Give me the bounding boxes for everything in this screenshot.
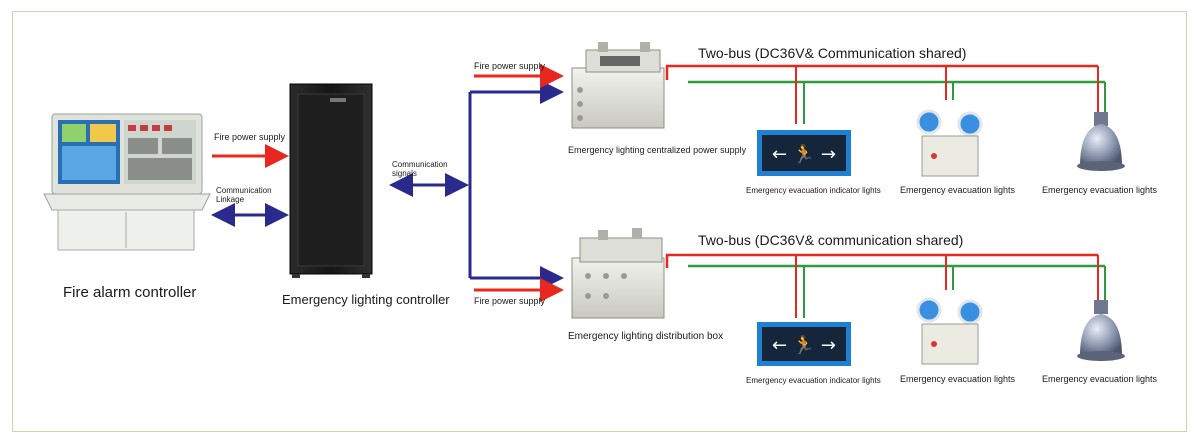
- svg-text:← 🏃 →: ← 🏃 →: [772, 143, 836, 165]
- bus-bottom-lines: [665, 253, 1106, 318]
- distribution-box-icon: [571, 228, 665, 319]
- communication-signals-line2: signals: [392, 169, 417, 178]
- communication-linkage-label: Communication Linkage: [216, 186, 272, 204]
- centralized-power-supply-icon: [571, 42, 665, 129]
- indicator-bottom-label: Emergency evacuation indicator lights: [746, 376, 881, 385]
- dome-lamp-top-icon: [1077, 112, 1125, 171]
- evac-bottom-1-label: Emergency evacuation lights: [900, 374, 1016, 384]
- dome-lamp-bottom-icon: [1077, 300, 1125, 361]
- twin-lamp-top-icon: [916, 109, 983, 177]
- exit-sign-bottom-icon: ← 🏃 →: [757, 322, 851, 366]
- evac-top-1-label: Emergency evacuation lights: [900, 185, 1016, 195]
- indicator-top-label: Emergency evacuation indicator lights: [746, 186, 881, 195]
- emergency-lighting-controller-label: Emergency lighting controller: [282, 292, 450, 307]
- fire-alarm-controller-label: Fire alarm controller: [63, 284, 197, 301]
- svg-text:← 🏃 →: ← 🏃 →: [772, 334, 836, 356]
- twin-lamp-bottom-icon: [916, 297, 983, 365]
- centralized-power-supply-label: Emergency lighting centralized power sup…: [568, 145, 747, 155]
- fire-alarm-controller-icon: [43, 113, 211, 251]
- communication-signals-line1: Communication: [392, 160, 448, 169]
- distribution-box-label: Emergency lighting distribution box: [568, 331, 724, 342]
- fire-power-supply-top-label: Fire power supply: [474, 61, 546, 71]
- communication-linkage-line1: Communication: [216, 186, 272, 195]
- bus-top-lines: [665, 64, 1106, 124]
- exit-sign-top-icon: ← 🏃 →: [757, 130, 851, 176]
- bus-bottom-label: Two-bus (DC36V& communication shared): [698, 232, 964, 248]
- emergency-lighting-controller-icon: [289, 83, 373, 278]
- bus-top-label: Two-bus (DC36V& Communication shared): [698, 45, 967, 61]
- communication-linkage-line2: Linkage: [216, 195, 245, 204]
- evac-top-2-label: Emergency evacuation lights: [1042, 185, 1158, 195]
- evac-bottom-2-label: Emergency evacuation lights: [1042, 374, 1158, 384]
- communication-signals-label: Communication signals: [392, 160, 448, 178]
- fire-power-supply-left-label: Fire power supply: [214, 132, 286, 142]
- fire-power-supply-bottom-label: Fire power supply: [474, 296, 546, 306]
